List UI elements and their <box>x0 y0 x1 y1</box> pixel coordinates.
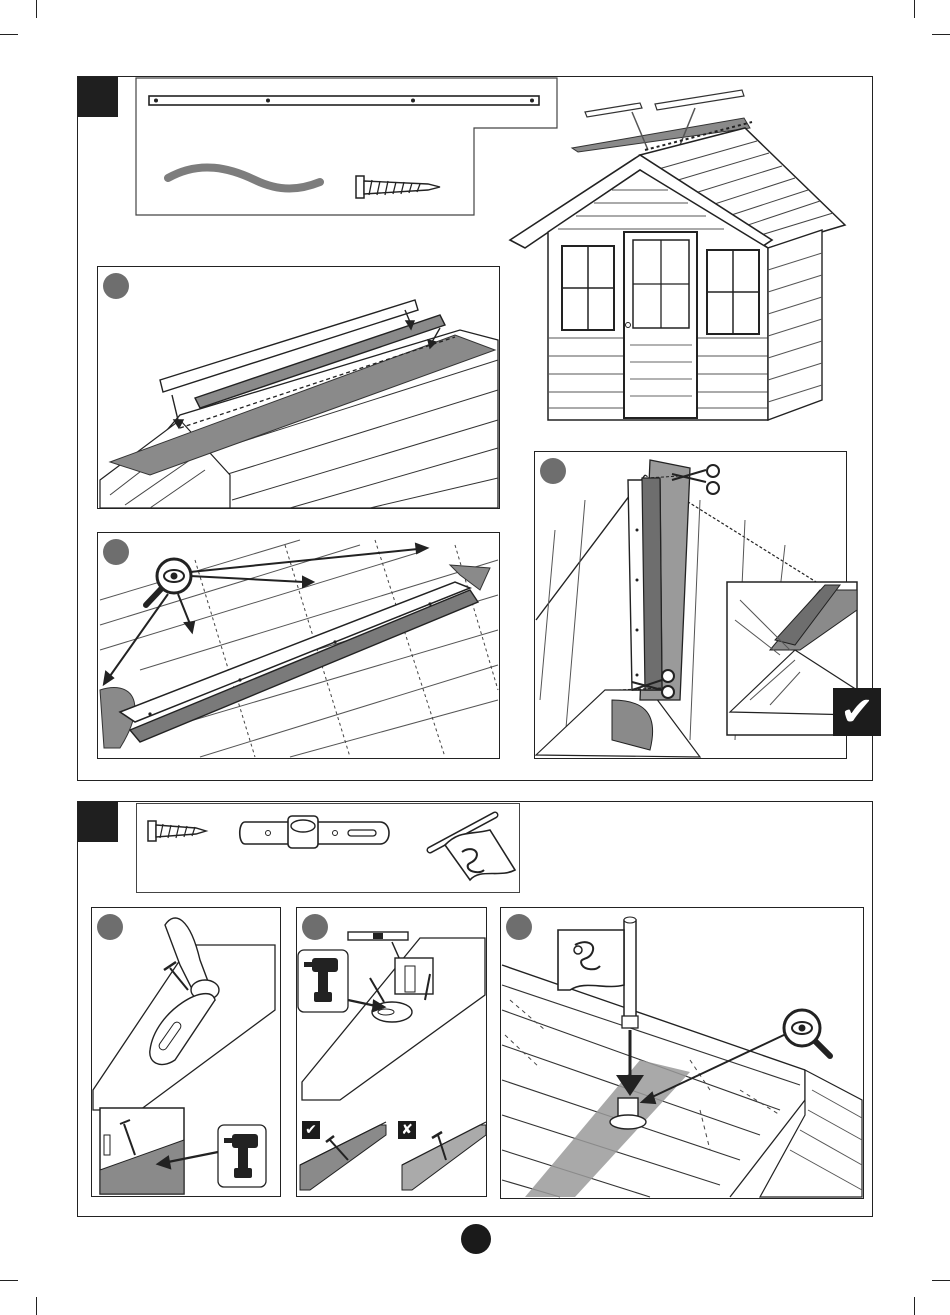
eye-magnifier-icon <box>784 1010 830 1056</box>
page-number-badge <box>461 1224 491 1254</box>
